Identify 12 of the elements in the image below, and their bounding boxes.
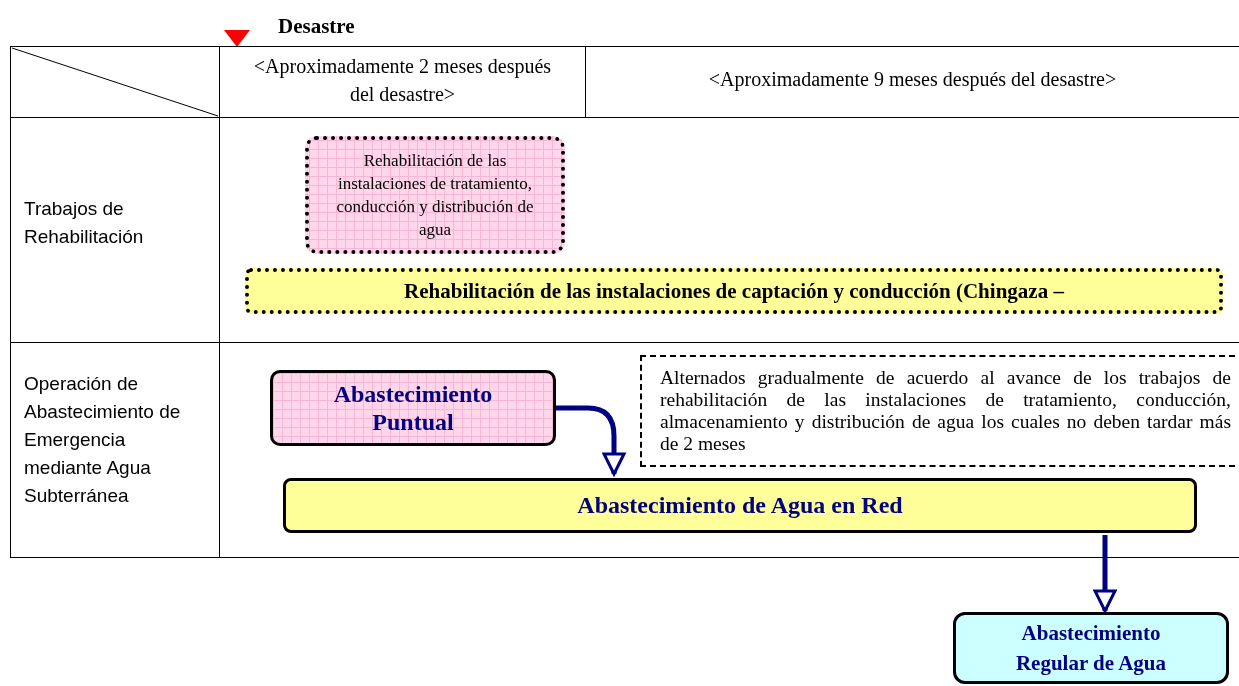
arrow xyxy=(556,405,626,476)
task-bar: Rehabilitación de las instalaciones de captación y conducción (Chingaza – xyxy=(245,268,1223,314)
row-header: Operación de Abastecimiento de Emergencia mediante Agua Subterránea xyxy=(24,372,182,508)
column-header: <Aproximadamente 2 meses después del desastre> xyxy=(252,54,553,107)
arrow xyxy=(1093,535,1117,613)
process-box: Abastecimiento Puntual xyxy=(270,370,556,446)
column-header: <Aproximadamente 9 meses después del desastre> xyxy=(707,68,1118,91)
row-header: Trabajos de Rehabilitación xyxy=(24,197,145,249)
milestone-label: Desastre xyxy=(278,14,355,39)
process-bar: Abastecimiento de Agua en Red xyxy=(283,478,1197,533)
result-box: Abastecimiento Regular de Agua xyxy=(953,612,1229,684)
task-box: Rehabilitación de las instalaciones de tratamiento, conducción y distribución de agua xyxy=(305,136,565,254)
